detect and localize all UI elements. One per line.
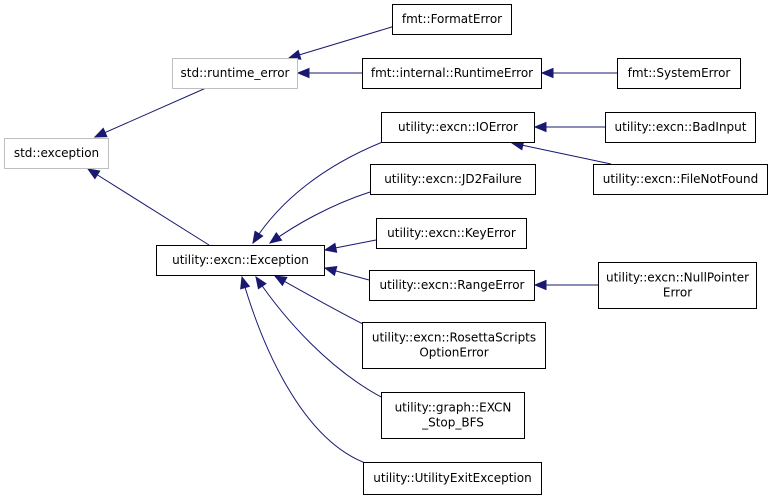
class-node-std-exception: std::exception (4, 138, 109, 169)
class-node-label: std::exception (14, 146, 99, 160)
inheritance-edge-excn_ioerror-to-excn_exception (252, 140, 386, 245)
class-node-label: utility::graph::EXCN (395, 401, 512, 415)
class-node-label: fmt::internal::RuntimeError (371, 66, 533, 80)
inheritance-edge-excn_exception-to-std_exception (86, 168, 210, 246)
inheritance-edge-excn_filenotfound-to-excn_ioerror (510, 140, 612, 165)
class-node-label: utility::excn::RosettaScripts (372, 331, 536, 345)
inheritance-edge-fmt_format_error-to-std_runtime_error (287, 25, 396, 60)
class-node-excn-jd2failure[interactable]: utility::excn::JD2Failure (370, 164, 536, 195)
inheritance-edge-excn_jd2failure-to-excn_exception (268, 191, 371, 244)
arrowhead-icon (533, 121, 547, 133)
class-node-box (4, 138, 109, 169)
class-node-box (392, 4, 512, 35)
inheritance-edge-excn_keyerror-to-excn_exception (323, 239, 377, 253)
class-node-box (376, 218, 527, 249)
class-node-excn-filenotfound[interactable]: utility::excn::FileNotFound (593, 164, 768, 195)
arrowhead-icon (255, 275, 267, 290)
class-node-fmt-system-error[interactable]: fmt::SystemError (617, 58, 741, 89)
class-node-box (381, 112, 535, 143)
class-node-box (156, 245, 325, 276)
class-node-excn-exception[interactable]: utility::excn::Exception (156, 245, 325, 276)
inheritance-edge-excn_nullpointer-to-excn_rangeerror (533, 279, 598, 291)
class-node-label: fmt::SystemError (628, 66, 731, 80)
class-node-box (605, 112, 756, 143)
class-node-excn-rangeerror[interactable]: utility::excn::RangeError (369, 270, 535, 301)
class-node-box (172, 58, 298, 89)
class-node-box (362, 58, 542, 89)
class-node-label: utility::excn::NullPointer (606, 271, 749, 285)
inheritance-edge-std_runtime_error-to-std_exception (93, 87, 207, 138)
arrowhead-icon (93, 127, 108, 138)
arrowhead-icon (86, 168, 101, 180)
class-node-excn-badinput[interactable]: utility::excn::BadInput (605, 112, 756, 143)
class-node-label: fmt::FormatError (402, 12, 502, 26)
class-node-label: utility::excn::FileNotFound (603, 172, 758, 186)
class-node-label: _Stop_BFS (421, 416, 484, 430)
class-node-excn-ioerror[interactable]: utility::excn::IOError (381, 112, 535, 143)
class-node-box (369, 270, 535, 301)
class-node-fmt-internal-runtime-error[interactable]: fmt::internal::RuntimeError (362, 58, 542, 89)
nodes-layer: std::exception std::runtime_error fmt::For… (4, 4, 768, 495)
class-node-label: std::runtime_error (181, 66, 290, 80)
inheritance-edge-fmt_system_error-to-fmt_internal_runtime_error (540, 67, 617, 79)
class-node-box (363, 462, 542, 495)
class-node-excn-keyerror[interactable]: utility::excn::KeyError (376, 218, 527, 249)
class-node-label: Error (663, 286, 692, 300)
class-node-box (617, 58, 741, 89)
arrowhead-icon (273, 275, 288, 287)
class-node-utility-exit-exception[interactable]: utility::UtilityExitException (363, 462, 542, 495)
class-node-label: utility::excn::JD2Failure (384, 172, 522, 186)
class-node-box (593, 164, 768, 195)
arrowhead-icon (287, 49, 302, 60)
arrowhead-icon (540, 67, 554, 79)
class-node-label: utility::excn::KeyError (387, 226, 516, 240)
arrowhead-icon (323, 242, 338, 253)
arrowhead-icon (323, 265, 338, 277)
inheritance-edge-graph_excn_stop_bfs-to-excn_exception (255, 275, 384, 399)
inheritance-edge-excn_rangeerror-to-excn_exception (323, 265, 370, 281)
class-node-box (370, 164, 536, 195)
edges-layer (86, 25, 617, 465)
arrowhead-icon (252, 230, 264, 245)
inheritance-edge-excn_rosettascripts-to-excn_exception (273, 275, 366, 326)
class-node-label: utility::excn::Exception (172, 253, 309, 267)
inheritance-edge-fmt_internal_runtime_error-to-std_runtime_error (296, 67, 362, 79)
arrowhead-icon (533, 279, 547, 291)
class-node-box (362, 322, 546, 369)
class-node-label: utility::excn::BadInput (615, 120, 747, 134)
inheritance-edge-utility_exit_exception-to-excn_exception (240, 275, 369, 465)
arrowhead-icon (268, 232, 283, 244)
class-node-box (598, 262, 757, 309)
class-node-label: utility::excn::RangeError (380, 278, 525, 292)
class-node-label: OptionError (419, 346, 488, 360)
inheritance-edge-excn_badinput-to-excn_ioerror (533, 121, 605, 133)
class-node-fmt-format-error[interactable]: fmt::FormatError (392, 4, 512, 35)
class-node-label: utility::UtilityExitException (373, 471, 531, 485)
class-node-std-runtime-error: std::runtime_error (172, 58, 298, 89)
class-node-box (381, 392, 525, 439)
class-node-label: utility::excn::IOError (398, 120, 518, 134)
arrowhead-icon (296, 67, 310, 79)
class-node-graph-excn-stop-bfs[interactable]: utility::graph::EXCN_Stop_BFS (381, 392, 525, 439)
arrowhead-icon (240, 275, 251, 290)
